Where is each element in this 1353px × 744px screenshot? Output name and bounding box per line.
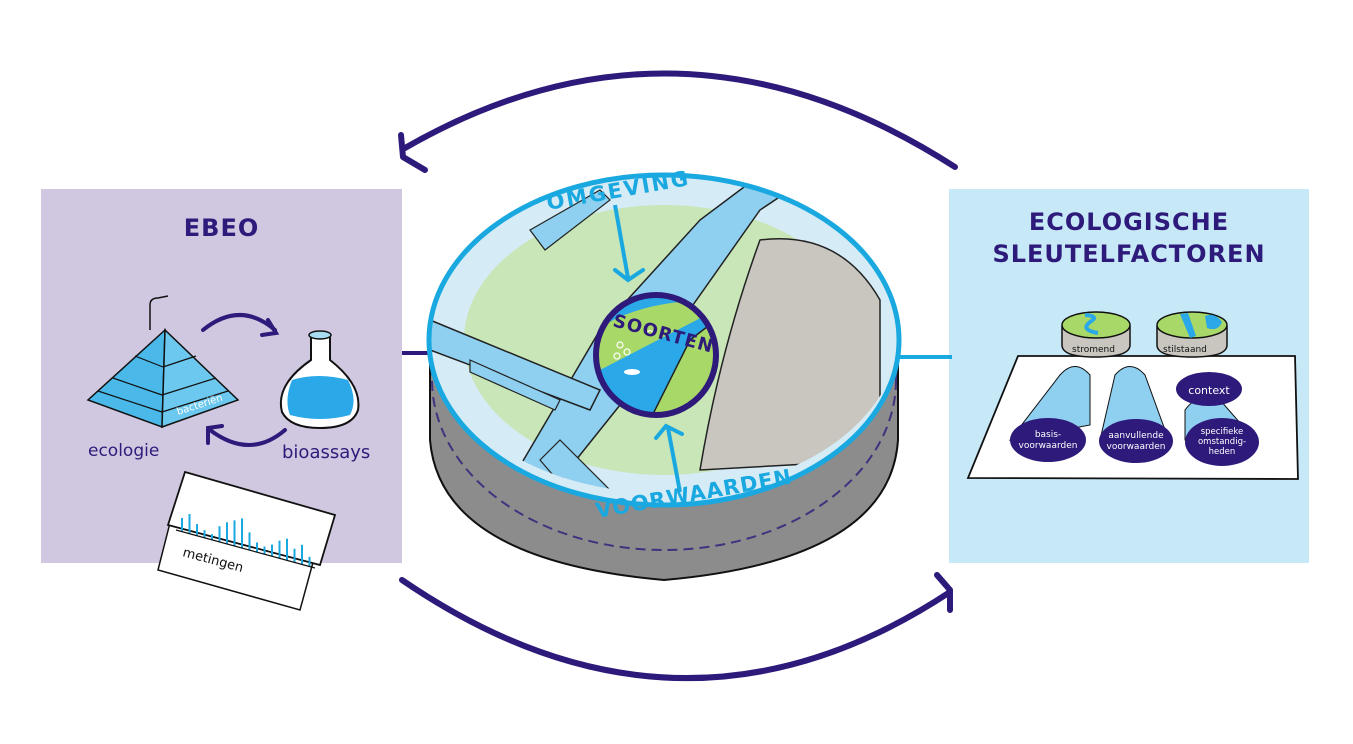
ecologie-label: ecologie (88, 441, 159, 461)
bioassays-label: bioassays (282, 442, 370, 463)
species-circle (593, 292, 719, 418)
cycle-arrow-bottom (399, 572, 953, 682)
cycle-arrow-to-bioassays (201, 313, 280, 337)
pyramid-icon: bacteriën (86, 295, 240, 429)
pillar-label-3a: specifieke (1201, 427, 1244, 437)
heron-icon (149, 295, 169, 330)
metingen-chart-card: metingen (157, 470, 337, 611)
voorwaarden-arrow (654, 423, 684, 493)
pillar-label-1b: voorwaarden (1019, 441, 1078, 451)
omgeving-arrow (613, 204, 645, 283)
pillar-label-3b: omstandig- (1198, 437, 1246, 447)
pillar-label-2b: voorwaarden (1107, 442, 1166, 452)
disc-stromend: stromend (1061, 311, 1131, 358)
cycle-arrow-top (398, 70, 958, 173)
disc-stilstaand: stilstaand (1156, 311, 1228, 358)
key-factors-title-line2: SLEUTELFACTOREN (992, 240, 1266, 268)
key-factors-title-line1: ECOLOGISCHE (1028, 208, 1230, 236)
ebeo-title: EBEO (183, 214, 260, 242)
pillar-label-3c: heden (1209, 447, 1236, 457)
stromend-label: stromend (1072, 345, 1115, 355)
pillar-label-1a: basis- (1035, 430, 1061, 440)
context-label: context (1188, 384, 1230, 397)
pillar-basisvoorwaarden: basis- voorwaarden (1008, 366, 1091, 462)
pillar-specifieke-omstandigheden: specifieke omstandig- heden context (1176, 372, 1259, 466)
pillar-label-2a: aanvullende (1108, 431, 1164, 441)
pillar-aanvullende-voorwaarden: aanvullende voorwaarden (1099, 366, 1173, 463)
stilstaand-label: stilstaand (1163, 345, 1207, 355)
flask-icon (279, 330, 360, 430)
cycle-arrow-to-ecologie (206, 424, 287, 447)
